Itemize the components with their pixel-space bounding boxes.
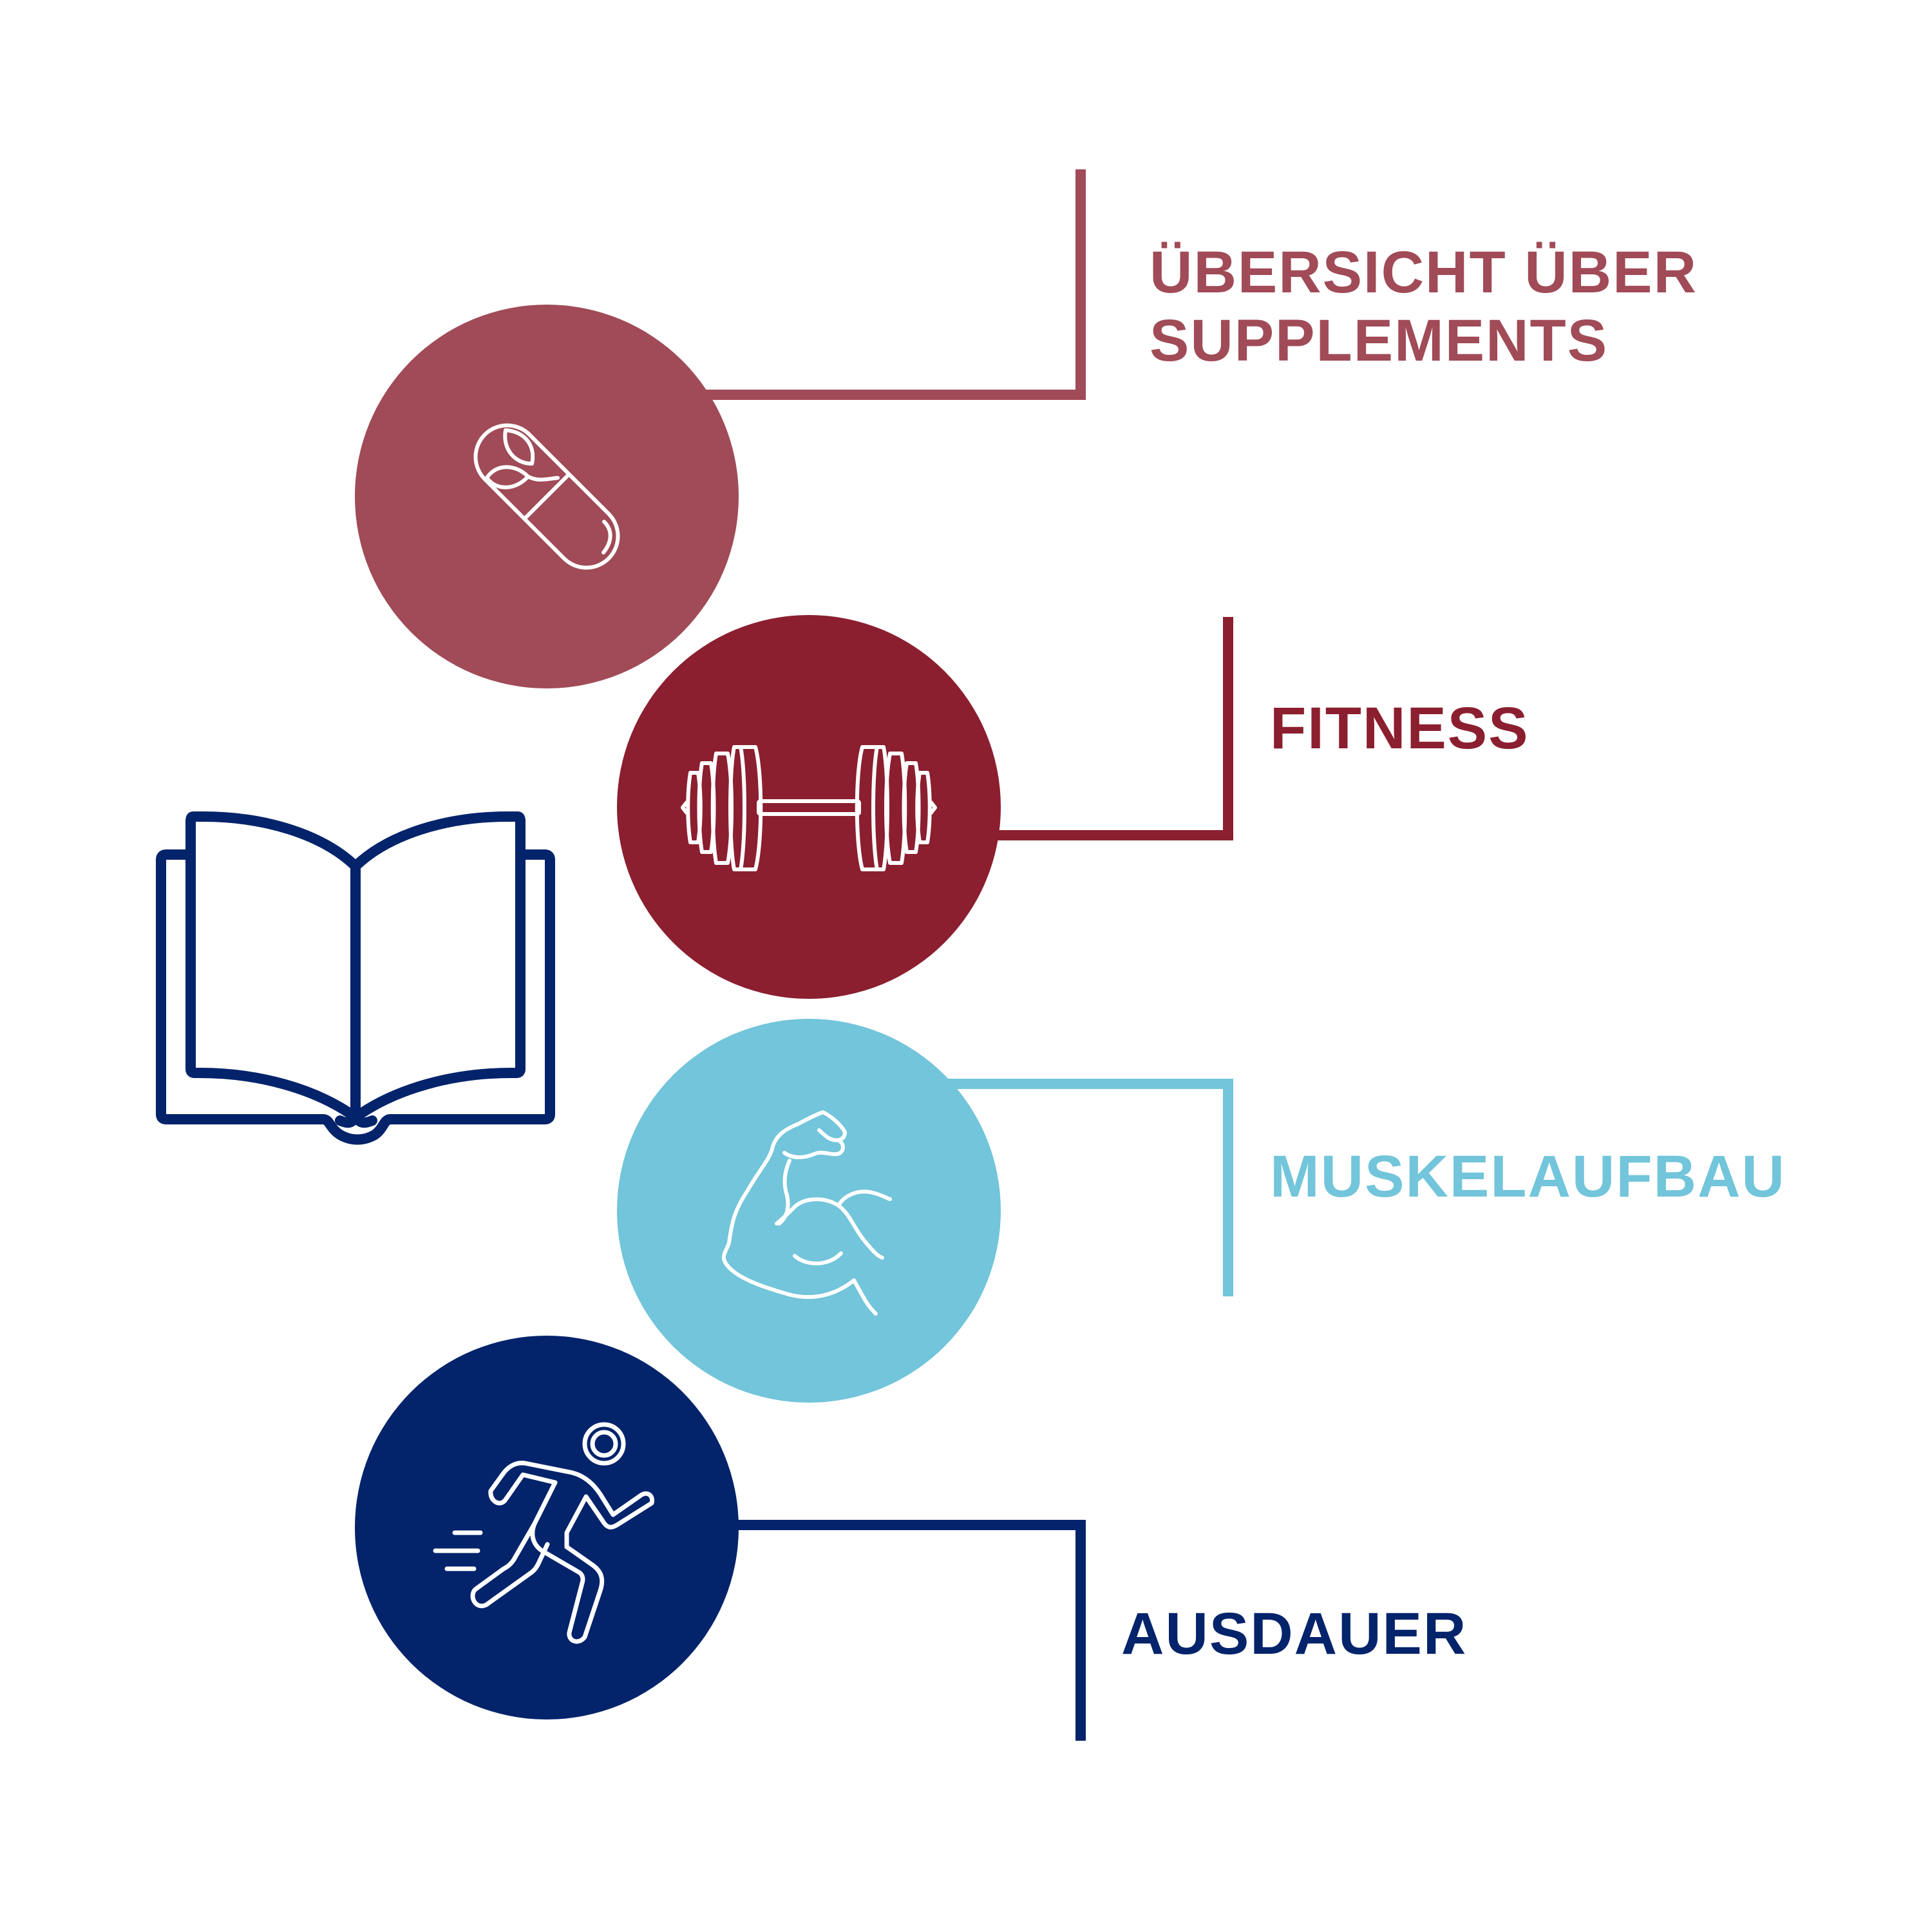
barbell-icon	[681, 745, 937, 871]
label-supplements-line-1: ÜBERSICHT ÜBER	[1150, 240, 1698, 305]
label-supplements-line-2: SUPPLEMENTS	[1150, 308, 1609, 374]
connector-supplements	[699, 169, 1086, 400]
label-ausdauer: AUSDAUER	[1121, 1601, 1468, 1667]
connector-muskelaufbau	[940, 1079, 1233, 1296]
running-person-icon	[433, 1422, 655, 1644]
circle-muskelaufbau	[617, 1019, 1001, 1403]
circle-fitness	[617, 615, 1001, 999]
flexed-arm-icon	[721, 1110, 892, 1316]
open-book-icon	[156, 811, 555, 1145]
connector-fitness	[992, 617, 1233, 840]
capsule-leaf-icon	[473, 423, 620, 570]
label-muskelaufbau: MUSKELAUFBAU	[1270, 1144, 1786, 1209]
label-fitness: FITNESS	[1270, 696, 1530, 761]
label-supplements: ÜBERSICHT ÜBER SUPPLEMENTS	[1150, 238, 1698, 375]
circle-ausdauer	[355, 1336, 739, 1719]
connector-ausdauer	[731, 1520, 1086, 1741]
